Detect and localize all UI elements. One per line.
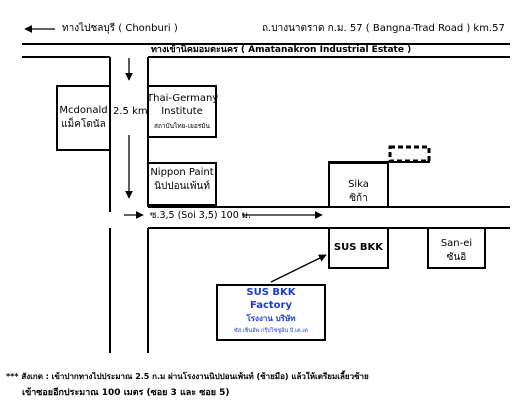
soi-label: ซ.3,5 (Soi 3,5) 100 ม. — [150, 210, 252, 221]
mcdonald-label-th: แม็คโดนัล — [61, 119, 106, 130]
factory-label-company: ซัส.เซ็นอัพ.กรุ๊ปโซซูอิน บี.เค.เค — [233, 328, 308, 334]
arrow-to-sus-bkk — [270, 254, 327, 283]
mcdonald-building — [56, 85, 111, 151]
san-ei-label-th: ซันอิ — [446, 252, 467, 263]
sika-label-en: Sika — [348, 179, 369, 190]
bangna-road-label: ถ.บางนาตราด ก.ม. 57 ( Bangna-Trad Road )… — [262, 23, 505, 34]
factory-label-th: โรงงาน บริษัท — [246, 314, 296, 323]
thai-germany-label-th: สถาบันไทย-เยอรมัน — [154, 122, 210, 130]
estate-entrance-label: ทางเข้านิคมอมตะนคร ( Amatanakron Industr… — [151, 45, 412, 55]
footnote-line-2: เข้าซอยอีกประมาณ 100 เมตร (ซอย 3 และ ซอย… — [22, 388, 230, 398]
small-site-box — [388, 145, 431, 163]
sus-bkk-label: SUS BKK — [333, 242, 384, 253]
thai-germany-label-1: Thai-Germany — [147, 93, 219, 104]
sika-label-th: ซิก้า — [349, 193, 368, 204]
nippon-paint-label-en: Nippon Paint — [150, 167, 214, 178]
san-ei-building — [427, 227, 486, 269]
distance-label: 2.5 km. — [113, 106, 151, 117]
nippon-paint-building — [147, 162, 217, 206]
to-chonburi-label: ทางไปชลบุรี ( Chonburi ) — [62, 23, 178, 34]
sika-building — [328, 162, 389, 208]
factory-label-2: Factory — [249, 300, 293, 311]
thai-germany-building — [147, 85, 217, 138]
nippon-paint-label-th: นิปปอนเพ้นท์ — [154, 181, 210, 192]
factory-box — [216, 284, 326, 341]
factory-label-1: SUS BKK — [246, 287, 296, 298]
footnote-line-1: *** สังเกต : เข้าปากทางไปประมาณ 2.5 ก.ม … — [6, 372, 369, 381]
san-ei-label-en: San-ei — [440, 238, 473, 249]
sus-bkk-building — [328, 227, 389, 269]
thai-germany-label-2: Institute — [161, 106, 203, 117]
mcdonald-label-en: Mcdonald — [59, 105, 108, 116]
